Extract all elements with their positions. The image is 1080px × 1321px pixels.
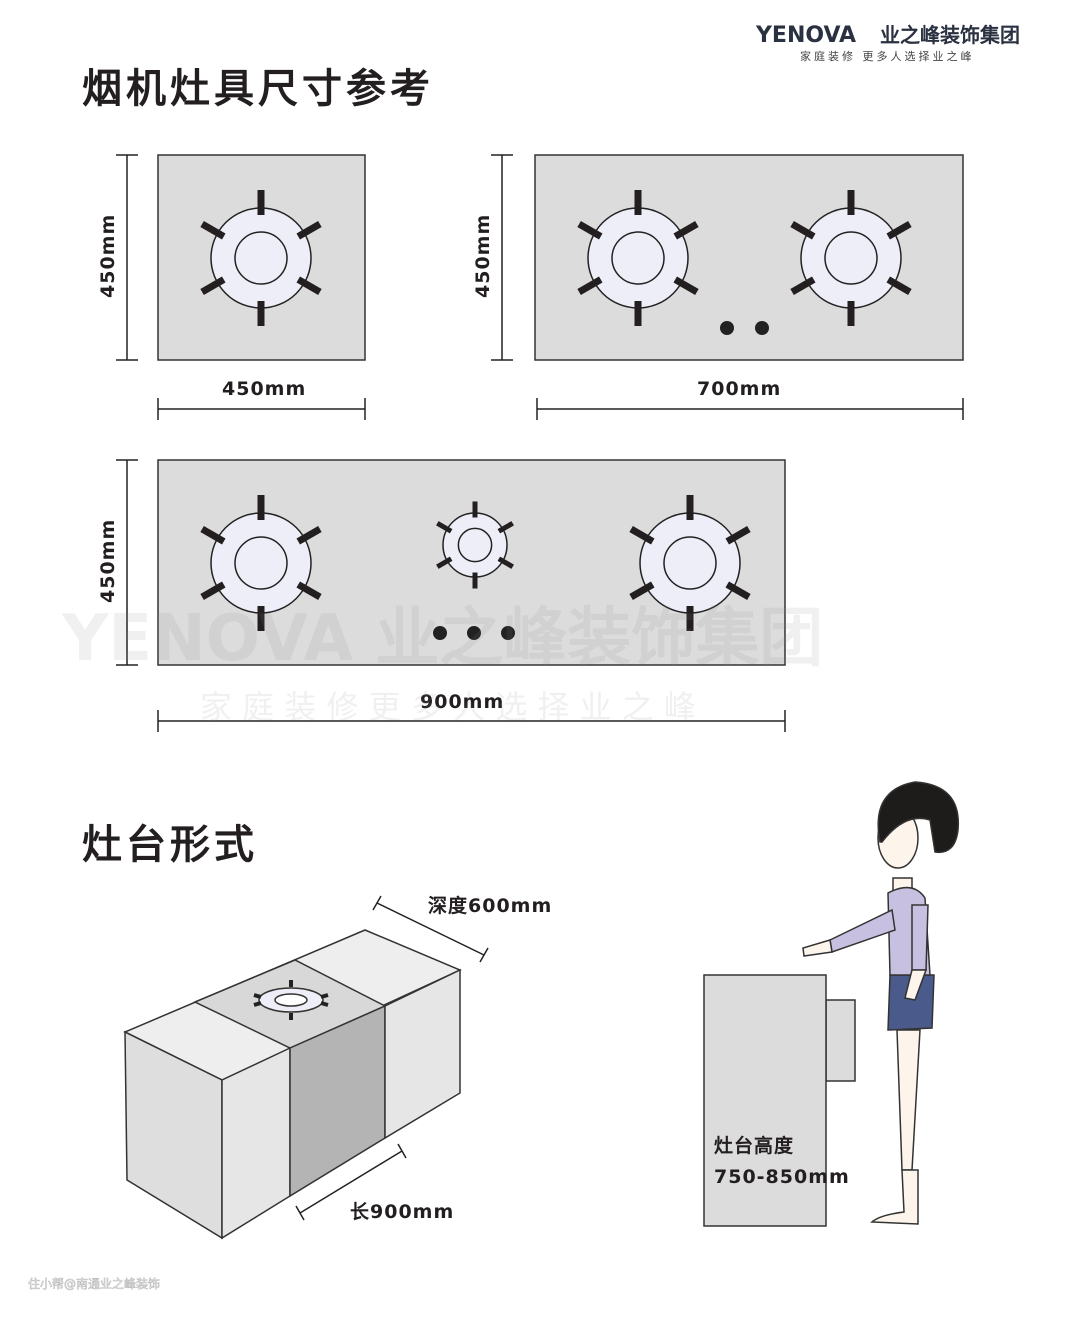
dimension-counter-depth: 深度600mm <box>372 894 552 963</box>
knob <box>433 626 447 640</box>
dimension-counter-length: 长900mm <box>295 1143 454 1223</box>
length-label: 长900mm <box>350 1201 454 1223</box>
person-figure <box>802 781 960 1225</box>
double-burner-stove <box>534 154 964 361</box>
brand-latin: YENOVA <box>755 23 856 48</box>
counter-isometric <box>123 929 462 1240</box>
burner-icon <box>200 190 322 326</box>
width-label: 450mm <box>222 378 306 400</box>
corner-watermark: 住小帮@南通业之峰装饰 <box>28 1276 160 1291</box>
brand-chinese: 业之峰装饰集团 <box>880 23 1020 47</box>
brand-slogan: 家庭装修 更多人选择业之峰 <box>800 49 975 63</box>
depth-label: 深度600mm <box>428 894 552 917</box>
depth-label: 450mm <box>97 214 119 298</box>
dimension-double-width: 700mm <box>536 378 964 420</box>
width-label: 900mm <box>420 691 504 713</box>
burner-icon <box>629 495 751 631</box>
depth-label: 450mm <box>472 214 494 298</box>
depth-label: 450mm <box>97 519 119 603</box>
dimension-single-width: 450mm <box>157 378 366 420</box>
height-value: 750-850mm <box>714 1166 850 1188</box>
knob <box>720 321 734 335</box>
triple-burner-stove <box>157 459 786 666</box>
dimension-triple-depth: 450mm <box>97 459 138 666</box>
dimension-single-depth: 450mm <box>97 154 138 361</box>
watermark-text: YENOVA 业之峰装饰集团 <box>61 602 823 676</box>
knob <box>755 321 769 335</box>
brand-logo: YENOVA 业之峰装饰集团 家庭装修 更多人选择业之峰 <box>755 23 1020 63</box>
dimension-double-depth: 450mm <box>472 154 513 361</box>
knob <box>501 626 515 640</box>
burner-icon <box>790 190 912 326</box>
watermark: YENOVA 业之峰装饰集团 家 庭 装 修 更 多 人 选 择 业 之 峰 <box>61 602 823 726</box>
dimension-triple-width: 900mm <box>157 691 786 732</box>
watermark-slogan: 家 庭 装 修 更 多 人 选 择 业 之 峰 <box>200 688 696 726</box>
burner-icon <box>436 501 514 589</box>
section-title-stove-sizes: 烟机灶具尺寸参考 <box>82 66 434 112</box>
counter-side-view <box>703 974 856 1227</box>
burner-icon <box>200 495 322 631</box>
single-burner-stove <box>157 154 366 361</box>
burner-icon <box>577 190 699 326</box>
width-label: 700mm <box>697 378 781 400</box>
knob <box>467 626 481 640</box>
height-title: 灶台高度 <box>714 1134 794 1157</box>
section-title-counter-forms: 灶台形式 <box>82 822 258 868</box>
